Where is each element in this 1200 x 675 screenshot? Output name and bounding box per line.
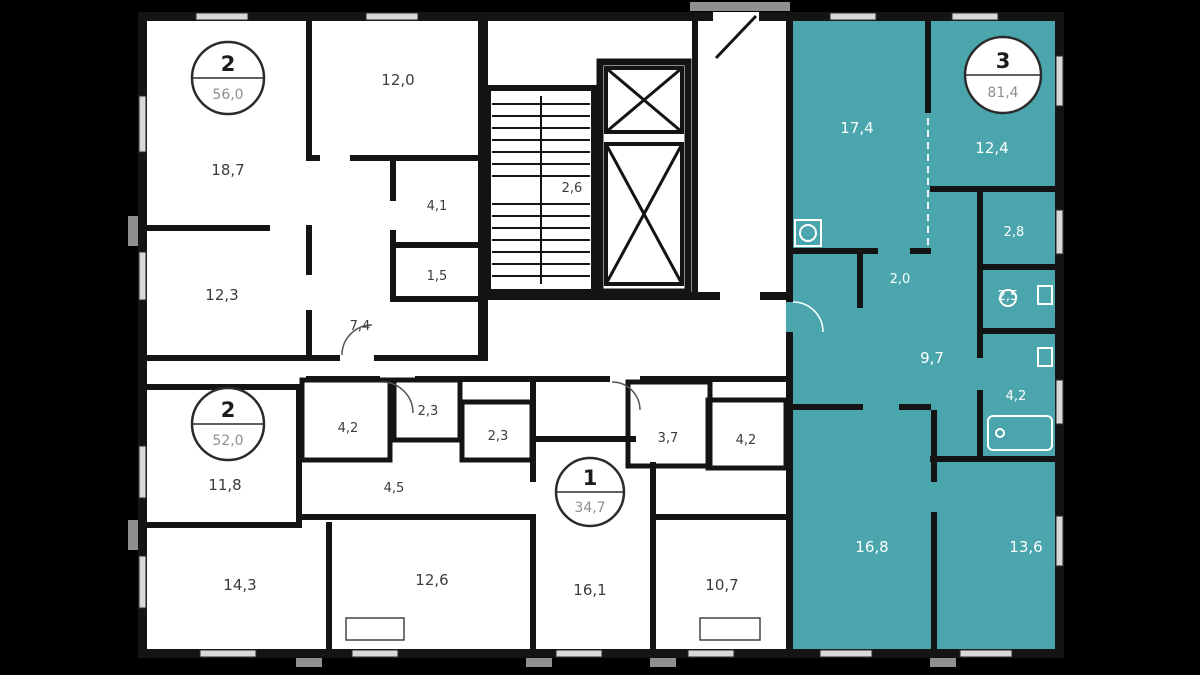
toilet-icon: [999, 285, 1053, 307]
badge-apartment-34: 1 34,7: [554, 456, 626, 528]
room-area-label: 1,5: [427, 269, 448, 284]
windows: [138, 12, 1064, 658]
room-area-label: 18,7: [211, 161, 244, 179]
labels-apartment-52: 11,8 14,3 4,2 2,3 2,3 4,5 12,6: [208, 404, 508, 594]
walls-apartment-56: [138, 21, 488, 361]
room-area-label: 12,3: [205, 286, 238, 304]
badge-area: 34,7: [574, 500, 605, 516]
exterior-stubs: [128, 2, 956, 667]
room-area-label: 2,3: [488, 429, 509, 444]
room-area-label: 13,6: [1009, 538, 1042, 556]
walls-apartment-52: [138, 377, 536, 649]
building-entry: [713, 12, 759, 60]
badge-area: 81,4: [987, 85, 1018, 101]
room-area-label: 16,8: [855, 538, 888, 556]
walls-apartment-81: [786, 12, 1055, 658]
room-area-label: 7,4: [350, 319, 371, 334]
room-area-label: 2,0: [890, 272, 911, 287]
room-area-label: 2,3: [418, 404, 439, 419]
kitchen-counter-icon: [345, 617, 761, 641]
room-area-label: 4,5: [384, 481, 405, 496]
labels-apartment-56: 18,7 12,0 12,3 4,1 1,5 7,4: [205, 71, 447, 334]
room-area-label: 12,0: [381, 71, 414, 89]
badge-area: 56,0: [212, 87, 243, 103]
room-area-label: 10,7: [705, 576, 738, 594]
badge-rooms: 2: [221, 52, 236, 76]
elevator-block: [596, 21, 698, 296]
sink-icon: [1037, 347, 1053, 367]
labels-apartment-34: 16,1 3,7 4,2 10,7: [573, 431, 756, 599]
room-area-label: 4,2: [1006, 389, 1027, 404]
staircase: 2,6: [485, 85, 597, 295]
labels-apartment-81: 17,4 12,4 2,8 2,5 2,0 9,7 4,2 16,8 13,6: [840, 119, 1042, 556]
room-area-label: 4,2: [338, 421, 359, 436]
room-area-label: 12,6: [415, 571, 448, 589]
room-area-label: 11,8: [208, 476, 241, 494]
badge-apartment-52: 2 52,0: [190, 386, 266, 462]
room-area-label: 9,7: [920, 349, 944, 367]
room-area-label: 14,3: [223, 576, 256, 594]
room-area-label: 4,1: [427, 199, 448, 214]
room-area-label: 3,7: [658, 431, 679, 446]
stair-area-label: 2,6: [562, 181, 583, 196]
badge-rooms: 3: [996, 49, 1011, 73]
doors: [341, 301, 824, 414]
badge-apartment-81: 3 81,4: [963, 35, 1043, 115]
washing-machine-icon: [794, 219, 822, 247]
elevator-shaft: [604, 142, 684, 286]
room-area-label: 17,4: [840, 119, 873, 137]
badge-rooms: 2: [221, 398, 236, 422]
badge-apartment-56: 2 56,0: [190, 40, 266, 116]
room-area-label: 4,2: [736, 433, 757, 448]
elevator-shaft: [604, 66, 684, 134]
bathtub-icon: [987, 415, 1053, 451]
room-area-label: 2,5: [998, 289, 1019, 304]
badge-area: 52,0: [212, 433, 243, 449]
badge-rooms: 1: [583, 466, 598, 490]
room-area-label: 12,4: [975, 139, 1008, 157]
apartment-3-highlight: [786, 12, 1064, 658]
room-area-label: 2,8: [1004, 225, 1025, 240]
room-area-label: 16,1: [573, 581, 606, 599]
fixtures: [345, 219, 1053, 641]
